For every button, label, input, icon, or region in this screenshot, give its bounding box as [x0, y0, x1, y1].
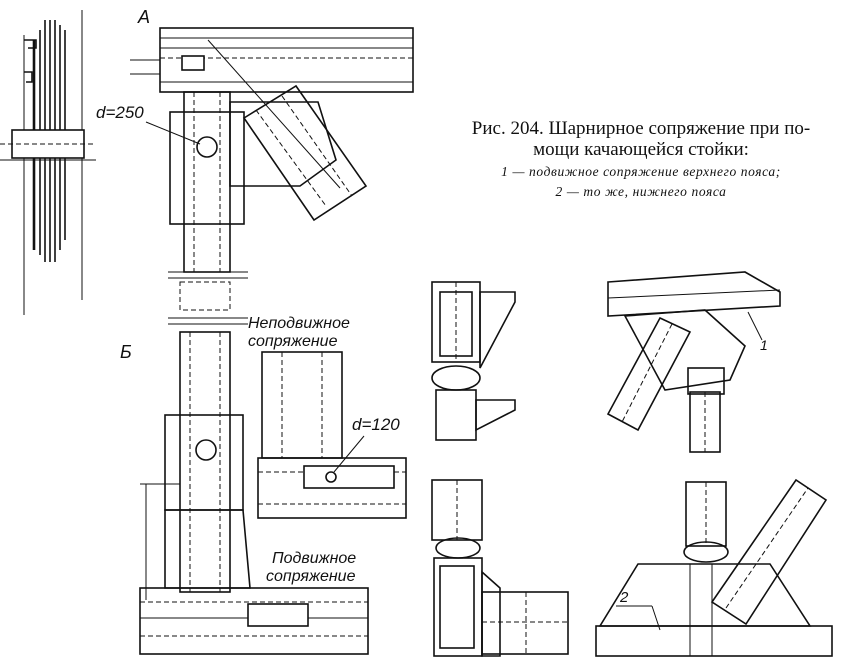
callout-2: 2	[619, 589, 629, 606]
fixed-label-2: сопряжение	[248, 333, 338, 350]
dimension-d250: d=250	[96, 103, 201, 145]
view-a: А	[130, 7, 414, 325]
view-b: Б	[120, 331, 369, 655]
movable-label-2: сопряжение	[266, 568, 356, 585]
movable-label-1: Подвижное	[272, 550, 356, 567]
dim-d120: d=120	[352, 415, 400, 434]
column-top-detail	[431, 281, 516, 441]
caption-title-line2: мощи качающейся стойки:	[533, 139, 749, 160]
side-elevation	[0, 10, 96, 315]
dim-d250: d=250	[96, 103, 144, 122]
fixed-label-1: Неподвижное	[248, 315, 350, 332]
callout-1: 1	[760, 337, 768, 353]
view-a-label: А	[137, 7, 150, 27]
caption-legend-line2: 2 — то же, нижнего пояса	[555, 184, 727, 199]
caption-legend-line1: 1 — подвижное сопряжение верхнего пояса;	[501, 164, 781, 179]
column-base-detail	[431, 479, 569, 657]
fixed-joint-detail: Неподвижное сопряжение d=120	[248, 315, 407, 519]
top-chord-isometric: 1	[606, 271, 781, 453]
view-b-label: Б	[120, 342, 132, 362]
bottom-chord-isometric: 2	[595, 478, 833, 657]
caption-title-line1: Рис. 204. Шарнирное сопряжение при по-	[471, 118, 811, 139]
movable-joint-label: Подвижное сопряжение	[266, 550, 356, 585]
figure-caption: Рис. 204. Шарнирное сопряжение при по- м…	[446, 118, 836, 200]
